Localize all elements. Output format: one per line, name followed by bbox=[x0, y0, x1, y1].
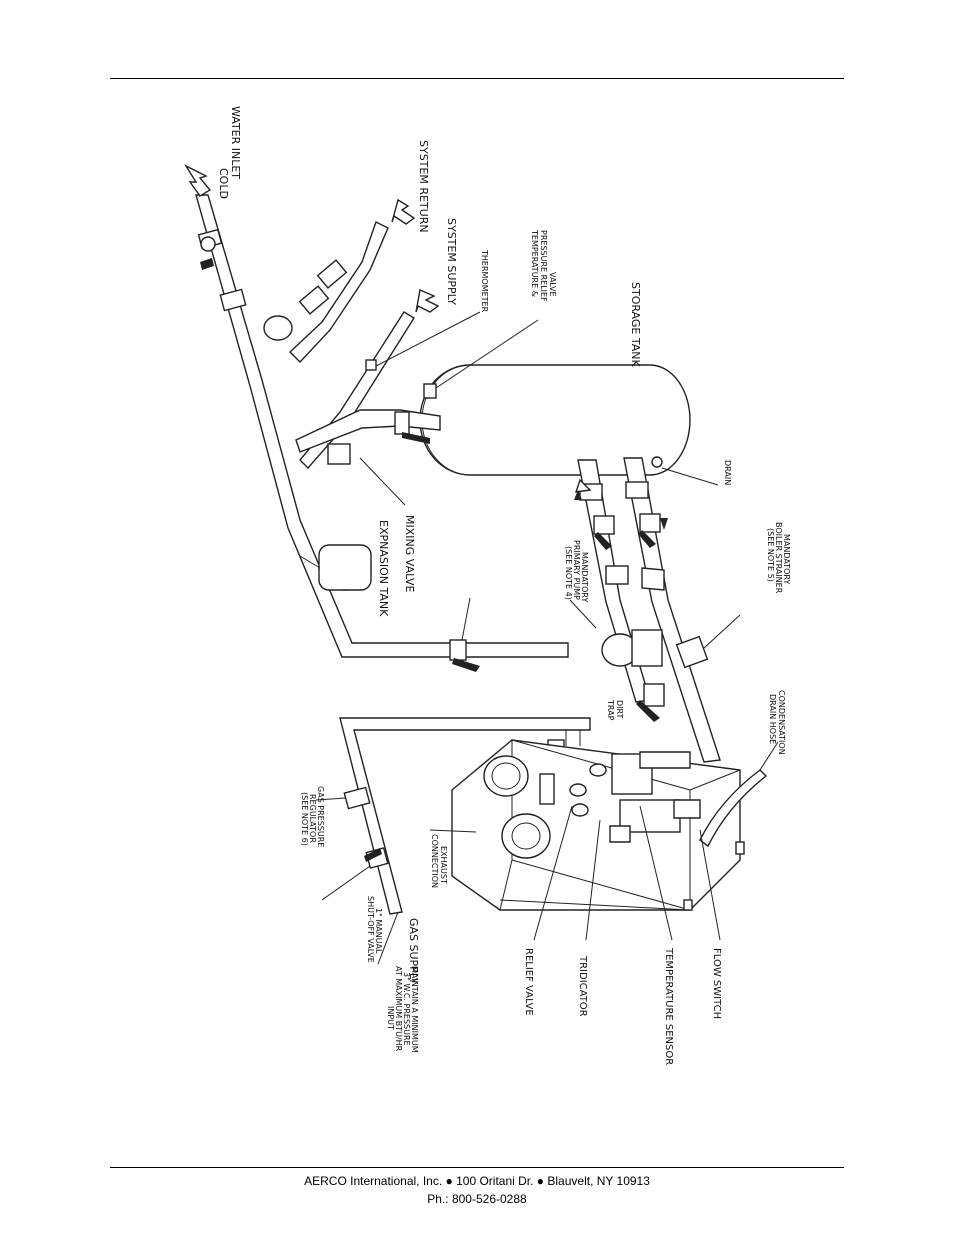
primary-loop-pipes bbox=[574, 457, 721, 763]
system-return-pipe bbox=[263, 198, 416, 364]
gas-regulator-label-2: REGULATOR bbox=[308, 794, 317, 843]
exhaust-label-2: CONNECTION bbox=[430, 834, 439, 888]
primary-pump-label-1: MANDATORY bbox=[580, 552, 589, 602]
dirt-trap-label-2: TRAP bbox=[606, 699, 615, 721]
cold-water-pipe bbox=[195, 194, 569, 658]
footer-rule bbox=[110, 1167, 844, 1168]
tp-relief-label-1: TEMPERATURE & bbox=[530, 229, 539, 297]
relief-valve-label: RELIEF VALVE bbox=[523, 948, 534, 1016]
tp-relief-label-3: VALVE bbox=[548, 272, 557, 297]
gas-supply-leader bbox=[377, 911, 399, 965]
gas-supply-label: GAS SUPPLY bbox=[407, 918, 420, 984]
tridicator-label: TRIDICATOR bbox=[577, 955, 588, 1017]
exhaust-leader bbox=[429, 829, 477, 833]
system-supply-label: SYSTEM SUPPLY bbox=[445, 218, 458, 305]
isolation-valve-icon bbox=[449, 597, 480, 672]
storage-tank bbox=[419, 364, 691, 476]
footer-phone: Ph.: 800-526-0288 bbox=[427, 1192, 527, 1206]
mixing-valve bbox=[295, 409, 441, 465]
shutoff-valve-label-1: 1" MANUAL bbox=[374, 908, 383, 954]
cold-water-label-1: COLD bbox=[217, 168, 230, 199]
shutoff-valve-icon bbox=[321, 865, 371, 901]
shutoff-valve-label-2: SHUT-OFF VALVE bbox=[366, 896, 375, 963]
tp-relief-valve-icon bbox=[423, 319, 539, 399]
drain-label: DRAIN bbox=[723, 460, 732, 485]
mixing-valve-leader bbox=[359, 457, 406, 506]
primary-pump-label-2: PRIMARY PUMP bbox=[572, 540, 581, 600]
min-pressure-label-1: MAINTAIN A MINIMUM bbox=[410, 966, 419, 1053]
cold-water-arrow-icon bbox=[184, 164, 212, 197]
tp-relief-label-2: PRESSURE RELIEF bbox=[539, 230, 548, 302]
exhaust-label-1: EXHAUST bbox=[439, 846, 448, 884]
gas-regulator-label-1: GAS PRESSURE bbox=[316, 786, 325, 847]
min-pressure-label-3: AT MAXIMUM BTU/HR bbox=[394, 966, 403, 1052]
primary-pump bbox=[569, 599, 663, 667]
cold-water-label-2: WATER INLET bbox=[229, 106, 242, 179]
storage-tank-label: STORAGE TANK bbox=[629, 282, 642, 367]
condensation-drain-hose bbox=[699, 741, 779, 848]
drain-icon bbox=[651, 456, 719, 486]
thermometer-icon bbox=[365, 311, 481, 371]
min-pressure-label-2: 3" W.C. PRESSURE bbox=[402, 972, 411, 1046]
condensation-label-1: CONDENSATION bbox=[777, 690, 786, 755]
temperature-sensor-label: TEMPERATURE SENSOR bbox=[663, 947, 674, 1065]
boiler-strainer-label-3: (SEE NOTE 5) bbox=[766, 528, 775, 582]
boiler-strainer bbox=[675, 614, 741, 669]
header-rule bbox=[110, 78, 844, 79]
boiler-strainer-label-1: MANDATORY bbox=[782, 534, 791, 584]
system-return-label: SYSTEM RETURN bbox=[417, 140, 430, 233]
expansion-tank bbox=[299, 544, 372, 591]
boiler-supply-valve-icon bbox=[636, 683, 665, 722]
boiler-unit bbox=[451, 739, 745, 911]
gas-regulator-icon bbox=[315, 797, 347, 801]
component-leaders bbox=[533, 805, 721, 941]
thermometer-label: THERMOMETER bbox=[480, 249, 489, 313]
min-pressure-label-4: INPUT bbox=[386, 1006, 395, 1030]
boiler-strainer-label-2: BOILER STRAINER bbox=[774, 522, 783, 594]
gas-regulator-label-3: (SEE NOTE 6) bbox=[300, 792, 309, 846]
footer-address: AERCO International, Inc. ● 100 Oritani … bbox=[304, 1174, 650, 1188]
flow-switch-label: FLOW SWITCH bbox=[711, 948, 722, 1019]
mixing-valve-label: MIXING VALVE bbox=[403, 515, 416, 593]
dirt-trap-label-1: DIRT bbox=[615, 700, 624, 718]
condensation-label-2: DRAIN HOSE bbox=[768, 694, 777, 744]
primary-pump-label-3: (SEE NOTE 4) bbox=[564, 546, 573, 600]
expansion-tank-label: EXPNASION TANK bbox=[377, 520, 390, 617]
